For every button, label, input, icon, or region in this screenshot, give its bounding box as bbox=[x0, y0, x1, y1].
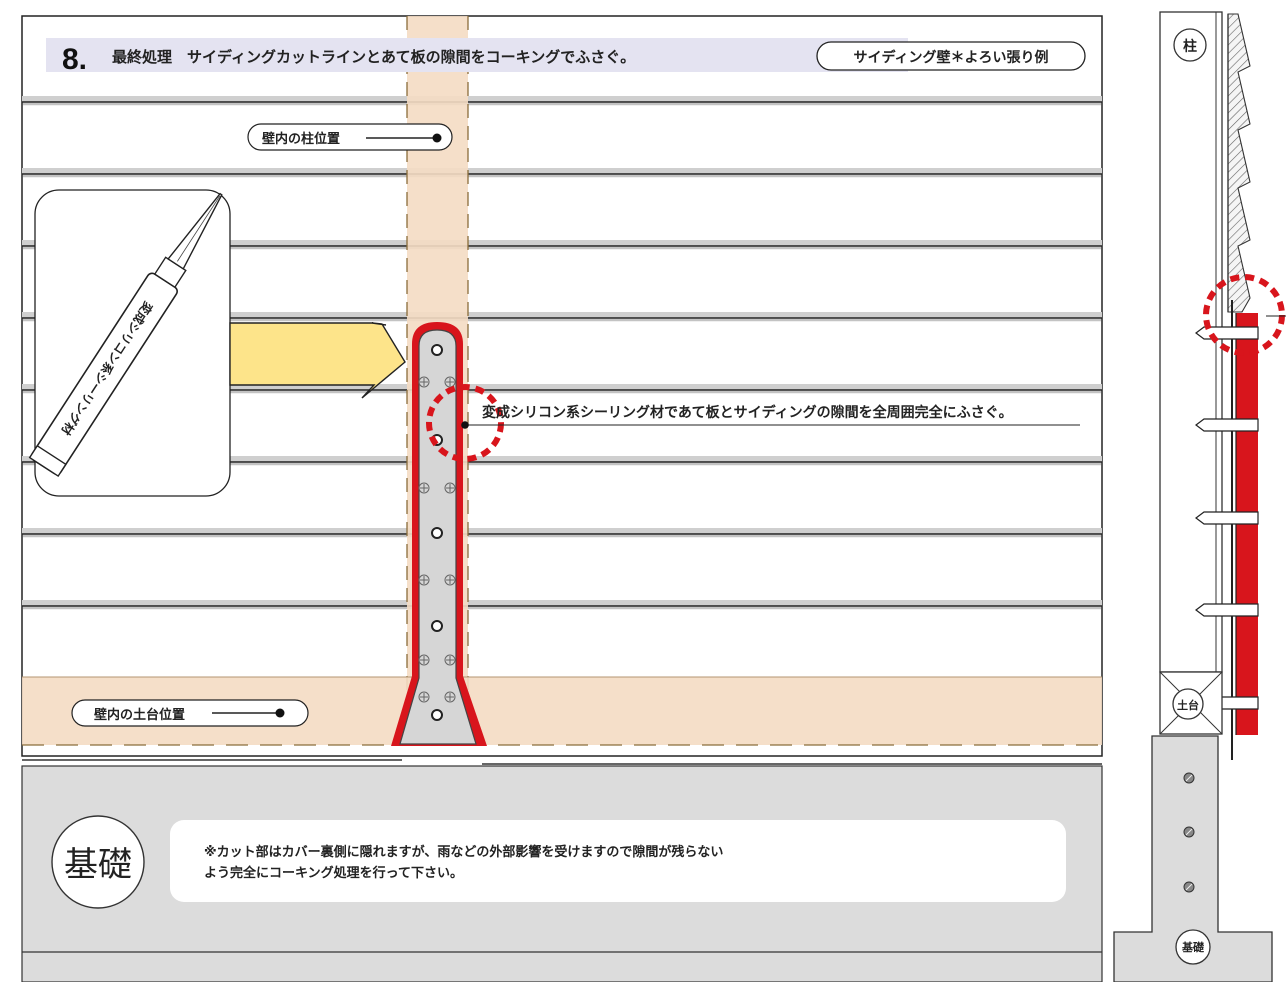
note-line-2: よう完全にコーキング処理を行って下さい。 bbox=[204, 865, 463, 881]
sealant-instruction: 変成シリコン系シーリング材であて板とサイディングの隙間を全周囲完全にふさぐ。 bbox=[482, 404, 1013, 421]
section-focus-circle bbox=[1203, 274, 1285, 356]
pointing-arrow bbox=[229, 322, 406, 399]
section-screw bbox=[1195, 511, 1259, 525]
side-section-view: 柱 土台 基礎 bbox=[1113, 11, 1286, 982]
foundation-bolt-mark bbox=[1185, 774, 1193, 782]
plate-screw bbox=[418, 376, 430, 388]
board-shadow bbox=[22, 96, 1102, 102]
siding-type-badge bbox=[816, 41, 1086, 71]
board-shadow bbox=[22, 384, 1102, 390]
plate-hole bbox=[431, 620, 443, 632]
board-shadow bbox=[22, 456, 1102, 462]
plate-hole bbox=[431, 527, 443, 539]
section-foundation bbox=[1113, 735, 1273, 982]
plate-screw bbox=[444, 654, 456, 666]
plate-screw bbox=[444, 691, 456, 703]
board-shadow bbox=[22, 600, 1102, 606]
board-shadow bbox=[22, 240, 1102, 246]
section-screw bbox=[1195, 418, 1259, 432]
sill-badge-label: 土台 bbox=[1177, 698, 1199, 712]
siding-type-badge-label: サイディング壁＊よろい張り例 bbox=[853, 49, 1048, 66]
note-box bbox=[170, 820, 1066, 902]
sill-position-label: 壁内の土台位置 bbox=[94, 707, 185, 723]
tube-nozzle bbox=[167, 192, 223, 270]
foundation-bolt-mark bbox=[1185, 828, 1193, 836]
plate-screw bbox=[418, 574, 430, 586]
siding-bottom-edges bbox=[22, 758, 1102, 766]
board-shadow bbox=[22, 312, 1102, 318]
column-badge bbox=[1173, 28, 1207, 62]
section-column bbox=[1159, 11, 1223, 673]
siding-section-profile bbox=[1227, 13, 1251, 313]
foundation-bolt-mark bbox=[1185, 883, 1193, 891]
plate-screw bbox=[444, 482, 456, 494]
foundation-area: 基礎 ※カット部はカバー裏側に隠れますが、雨などの外部影響を受けますので隙間が残… bbox=[21, 765, 1103, 982]
sealant-tube-inset: 変成シリコン系シーリング材 bbox=[28, 189, 231, 497]
board-shadow bbox=[22, 528, 1102, 534]
sill-leader-dot bbox=[275, 708, 285, 718]
siding-section-hatch bbox=[1227, 13, 1251, 313]
section-screw bbox=[1195, 603, 1259, 617]
column-badge-label: 柱 bbox=[1183, 38, 1197, 55]
column-position-label: 壁内の柱位置 bbox=[262, 131, 340, 147]
step-number: 8. bbox=[62, 43, 87, 76]
sealant-focus-circle bbox=[426, 384, 504, 462]
plate-screw bbox=[418, 654, 430, 666]
plate-hole bbox=[431, 709, 443, 721]
sill-position-callout bbox=[71, 699, 309, 727]
section-foundation-label: 基礎 bbox=[1181, 940, 1205, 954]
header-bar bbox=[46, 38, 908, 72]
board-shadow bbox=[22, 168, 1102, 174]
sealant-leader-dot bbox=[461, 421, 469, 429]
sill-badge bbox=[1172, 688, 1204, 720]
column-position-callout bbox=[247, 123, 453, 151]
plate-screw bbox=[418, 482, 430, 494]
plate-hole bbox=[431, 344, 443, 356]
foundation-badge bbox=[51, 815, 145, 909]
tube-nozzle-shade bbox=[177, 195, 221, 262]
foundation-bolts bbox=[1183, 772, 1195, 893]
column-leader-dot bbox=[432, 133, 442, 143]
step-title: 最終処理 サイディングカットラインとあて板の隙間をコーキングでふさぐ。 bbox=[112, 48, 635, 66]
plate-screw bbox=[444, 574, 456, 586]
section-screw bbox=[1195, 326, 1259, 340]
section-foundation-badge bbox=[1175, 929, 1211, 965]
note-line-1: ※カット部はカバー裏側に隠れますが、雨などの外部影響を受けますので隙間が残らない bbox=[204, 844, 723, 860]
main-panel: 8. 最終処理 サイディングカットラインとあて板の隙間をコーキングでふさぐ。 サ… bbox=[21, 15, 1103, 757]
tube-end-cap bbox=[28, 444, 67, 478]
plate-screw bbox=[418, 691, 430, 703]
foundation-label: 基礎 bbox=[64, 845, 132, 885]
